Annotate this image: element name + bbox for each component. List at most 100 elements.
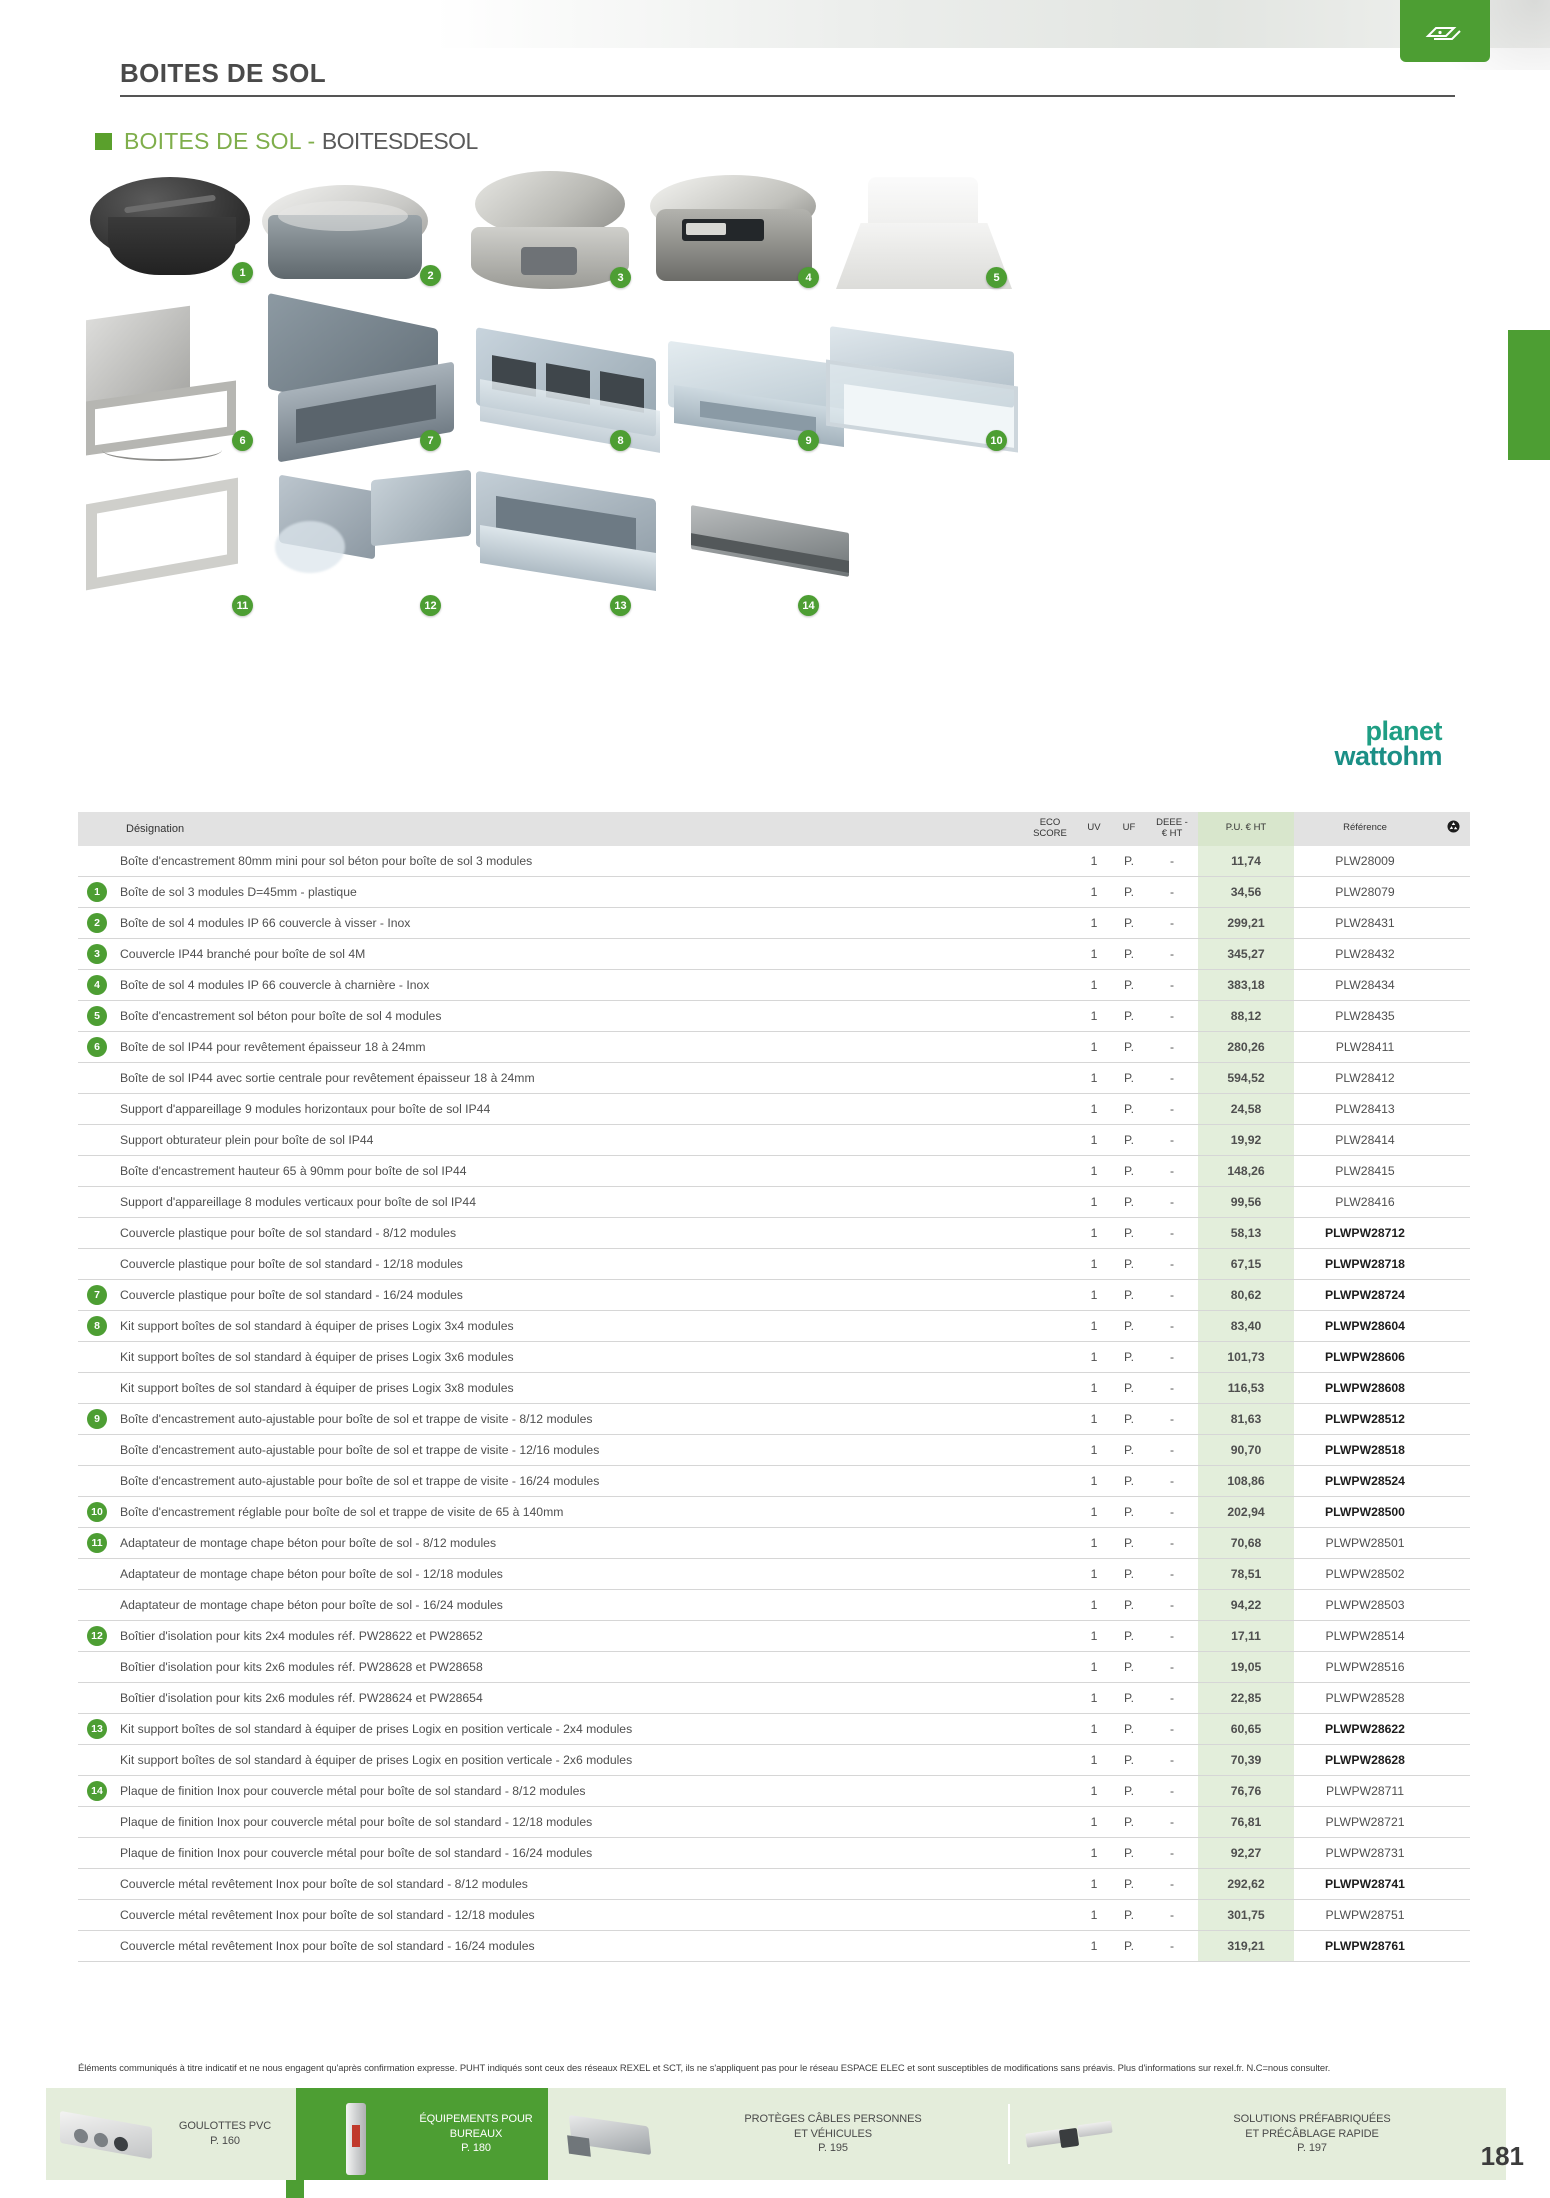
table-row[interactable]: Couvercle métal revêtement Inox pour boî… bbox=[78, 1930, 1470, 1963]
table-row[interactable]: Boîte d'encastrement 80mm mini pour sol … bbox=[78, 845, 1470, 878]
table-row[interactable]: Boîte d'encastrement auto-ajustable pour… bbox=[78, 1434, 1470, 1467]
table-row[interactable]: Kit support boîtes de sol standard à équ… bbox=[78, 1372, 1470, 1405]
row-designation: Boîte de sol IP44 avec sortie centrale p… bbox=[112, 1062, 1024, 1095]
row-uv: 1 bbox=[1076, 1899, 1112, 1932]
row-recycle-cell bbox=[1436, 1899, 1470, 1932]
row-reference: PLWPW28514 bbox=[1294, 1620, 1436, 1653]
row-recycle-cell bbox=[1436, 1186, 1470, 1219]
table-row[interactable]: Boîtier d'isolation pour kits 2x6 module… bbox=[78, 1682, 1470, 1715]
row-badge-cell bbox=[78, 1558, 112, 1591]
table-row[interactable]: Boîtier d'isolation pour kits 2x6 module… bbox=[78, 1651, 1470, 1684]
bullet-square-icon bbox=[95, 133, 112, 150]
row-badge-cell bbox=[78, 1372, 112, 1405]
row-uv: 1 bbox=[1076, 1279, 1112, 1312]
table-row[interactable]: Adaptateur de montage chape béton pour b… bbox=[78, 1558, 1470, 1591]
row-deee: - bbox=[1146, 1558, 1198, 1591]
row-uv: 1 bbox=[1076, 1434, 1112, 1467]
row-designation: Adaptateur de montage chape béton pour b… bbox=[112, 1558, 1024, 1591]
row-badge-cell: 12 bbox=[78, 1620, 112, 1653]
row-reference: PLW28412 bbox=[1294, 1062, 1436, 1095]
row-badge-cell bbox=[78, 1837, 112, 1870]
row-badge-cell bbox=[78, 1341, 112, 1374]
row-price: 99,56 bbox=[1198, 1186, 1294, 1219]
row-eco-score bbox=[1024, 1062, 1076, 1095]
row-uv: 1 bbox=[1076, 1620, 1112, 1653]
table-row[interactable]: Plaque de finition Inox pour couvercle m… bbox=[78, 1837, 1470, 1870]
row-designation: Boîtier d'isolation pour kits 2x4 module… bbox=[112, 1620, 1024, 1653]
row-reference: PLWPW28503 bbox=[1294, 1589, 1436, 1622]
row-price: 34,56 bbox=[1198, 876, 1294, 909]
row-uf: P. bbox=[1112, 845, 1146, 878]
table-row[interactable]: Couvercle plastique pour boîte de sol st… bbox=[78, 1217, 1470, 1250]
row-uf: P. bbox=[1112, 1465, 1146, 1498]
row-price: 81,63 bbox=[1198, 1403, 1294, 1436]
table-row[interactable]: Boîte d'encastrement hauteur 65 à 90mm p… bbox=[78, 1155, 1470, 1188]
row-uf: P. bbox=[1112, 1806, 1146, 1839]
row-uv: 1 bbox=[1076, 1682, 1112, 1715]
table-row[interactable]: Kit support boîtes de sol standard à équ… bbox=[78, 1744, 1470, 1777]
row-recycle-cell bbox=[1436, 1124, 1470, 1157]
table-row[interactable]: Support d'appareillage 9 modules horizon… bbox=[78, 1093, 1470, 1126]
row-deee: - bbox=[1146, 1403, 1198, 1436]
row-uv: 1 bbox=[1076, 876, 1112, 909]
footer-green-accent bbox=[286, 2180, 304, 2198]
row-eco-score bbox=[1024, 1093, 1076, 1126]
footer-page-ref: P. 197 bbox=[1297, 2142, 1327, 2155]
table-row[interactable]: Boîte de sol IP44 avec sortie centrale p… bbox=[78, 1062, 1470, 1095]
table-row[interactable]: Couvercle plastique pour boîte de sol st… bbox=[78, 1248, 1470, 1281]
row-eco-score bbox=[1024, 1651, 1076, 1684]
row-badge-cell bbox=[78, 845, 112, 878]
table-row[interactable]: Kit support boîtes de sol standard à équ… bbox=[78, 1341, 1470, 1374]
row-uv: 1 bbox=[1076, 1062, 1112, 1095]
row-reference: PLWPW28502 bbox=[1294, 1558, 1436, 1591]
eco-label-line2: SCORE bbox=[1033, 827, 1067, 839]
row-designation: Plaque de finition Inox pour couvercle m… bbox=[112, 1837, 1024, 1870]
row-badge-cell: 7 bbox=[78, 1279, 112, 1312]
product-image-gallery: 1 2 3 4 5 6 7 8 bbox=[80, 165, 1470, 805]
row-price: 76,76 bbox=[1198, 1775, 1294, 1808]
row-recycle-cell bbox=[1436, 1031, 1470, 1064]
planet-wattohm-logo: planet wattohm bbox=[1335, 718, 1443, 770]
table-row[interactable]: Plaque de finition Inox pour couvercle m… bbox=[78, 1806, 1470, 1839]
footer-divider bbox=[1008, 2104, 1010, 2164]
table-row[interactable]: Boîte d'encastrement auto-ajustable pour… bbox=[78, 1465, 1470, 1498]
row-recycle-cell bbox=[1436, 1930, 1470, 1963]
table-row[interactable]: Couvercle métal revêtement Inox pour boî… bbox=[78, 1899, 1470, 1932]
row-designation: Couvercle métal revêtement Inox pour boî… bbox=[112, 1868, 1024, 1901]
table-row[interactable]: Support obturateur plein pour boîte de s… bbox=[78, 1124, 1470, 1157]
row-recycle-cell bbox=[1436, 907, 1470, 940]
table-row[interactable]: Adaptateur de montage chape béton pour b… bbox=[78, 1589, 1470, 1622]
row-badge-cell bbox=[78, 1682, 112, 1715]
table-row[interactable]: Couvercle métal revêtement Inox pour boî… bbox=[78, 1868, 1470, 1901]
table-row[interactable]: Support d'appareillage 8 modules vertica… bbox=[78, 1186, 1470, 1219]
row-badge-cell bbox=[78, 1806, 112, 1839]
image-badge-10: 10 bbox=[986, 430, 1007, 451]
product-photo-13 bbox=[470, 470, 670, 605]
section-tab-button[interactable] bbox=[1400, 0, 1490, 62]
deee-label-line2: € HT bbox=[1161, 827, 1183, 839]
table-header-row: Désignation ECO SCORE UV UF DEEE - € HT … bbox=[78, 812, 1470, 846]
row-designation: Couvercle plastique pour boîte de sol st… bbox=[112, 1248, 1024, 1281]
row-badge: 5 bbox=[87, 1006, 107, 1027]
row-uf: P. bbox=[1112, 1093, 1146, 1126]
row-eco-score bbox=[1024, 1899, 1076, 1932]
